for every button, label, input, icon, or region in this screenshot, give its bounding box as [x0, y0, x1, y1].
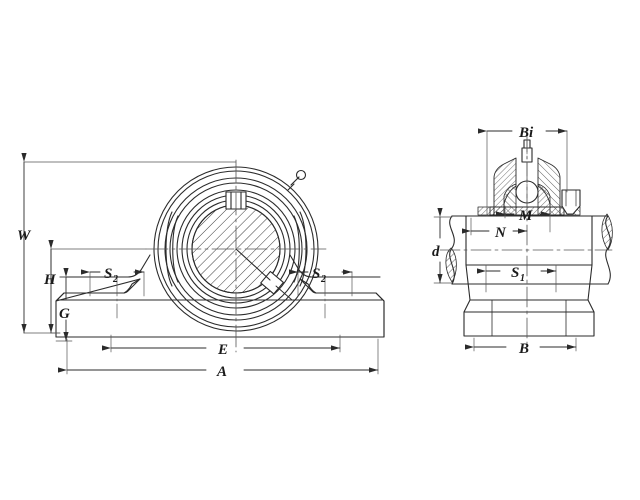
front-view — [21, 153, 385, 375]
svg-text:S: S — [312, 266, 320, 282]
dimension-S2-left — [81, 269, 145, 319]
dimension-label-S2-right: S 2 — [312, 266, 326, 285]
dimension-label-d: d — [432, 244, 440, 260]
housing-base-outline — [55, 278, 385, 338]
dimension-A — [58, 338, 379, 375]
dimension-B — [465, 337, 577, 352]
set-screw-front — [235, 248, 293, 301]
dimension-label-H: H — [43, 272, 57, 288]
svg-text:1: 1 — [520, 273, 525, 284]
dimension-label-A: A — [216, 364, 227, 380]
svg-text:2: 2 — [320, 274, 326, 285]
dimension-label-M: M — [518, 208, 533, 224]
svg-text:S: S — [511, 265, 519, 281]
housing-side-profile — [465, 215, 593, 301]
dimension-N — [462, 217, 528, 236]
dimension-label-Bi: Bi — [518, 125, 534, 141]
dimension-label-W: W — [17, 228, 32, 244]
centerlines-side — [439, 131, 613, 347]
dimension-E — [102, 334, 341, 353]
base-block-side — [463, 299, 595, 337]
dimension-Bi — [478, 128, 568, 217]
dimension-label-S1: S 1 — [511, 265, 525, 284]
dimension-S2-right — [289, 269, 353, 319]
dimension-labels: W H G S 2 S 2 E A Bi M N d S 1 B — [17, 125, 534, 380]
dimension-label-S2-left: S 2 — [104, 266, 118, 285]
dimension-H — [48, 240, 147, 334]
dimension-d — [433, 208, 453, 284]
dimension-label-G: G — [59, 306, 70, 322]
dimension-label-B: B — [518, 341, 529, 357]
svg-text:S: S — [104, 266, 112, 282]
side-section-view — [433, 128, 613, 352]
dimension-S1 — [477, 264, 557, 293]
dimension-M — [496, 205, 551, 233]
centerlines-front — [145, 159, 327, 353]
dimension-label-N: N — [494, 225, 507, 241]
dimension-G — [55, 268, 73, 342]
set-screw-side — [561, 189, 581, 215]
dimension-label-E: E — [217, 342, 228, 358]
grease-fitting-front — [287, 169, 307, 191]
shaft — [445, 213, 613, 285]
svg-text:2: 2 — [112, 274, 118, 285]
